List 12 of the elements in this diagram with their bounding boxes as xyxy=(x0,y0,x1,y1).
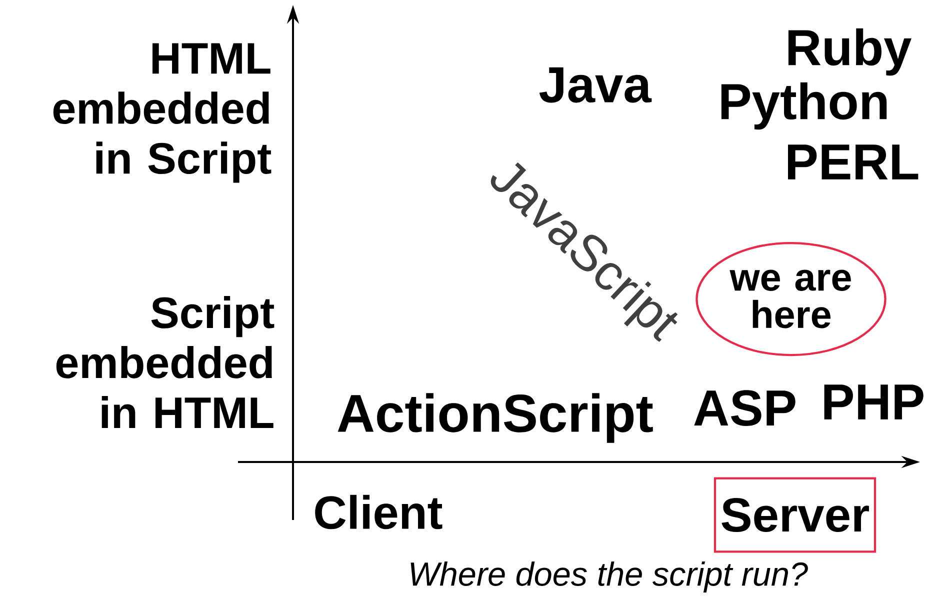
axis-label: Script embedded in HTML xyxy=(56,296,274,428)
language-label: ActionScript xyxy=(338,393,653,443)
language-label: PERL xyxy=(788,144,918,180)
caption: Where does the script run? xyxy=(410,561,808,593)
axis-label: Client xyxy=(315,494,442,530)
axis-label: HTML embedded in Script xyxy=(53,43,272,183)
language-label: PHP xyxy=(824,384,924,420)
language-label: ASP xyxy=(694,390,796,426)
language-label: Java xyxy=(539,67,652,103)
language-label: Python xyxy=(721,82,887,130)
language-label: Ruby xyxy=(788,28,912,76)
highlight-box: Server xyxy=(714,477,876,553)
